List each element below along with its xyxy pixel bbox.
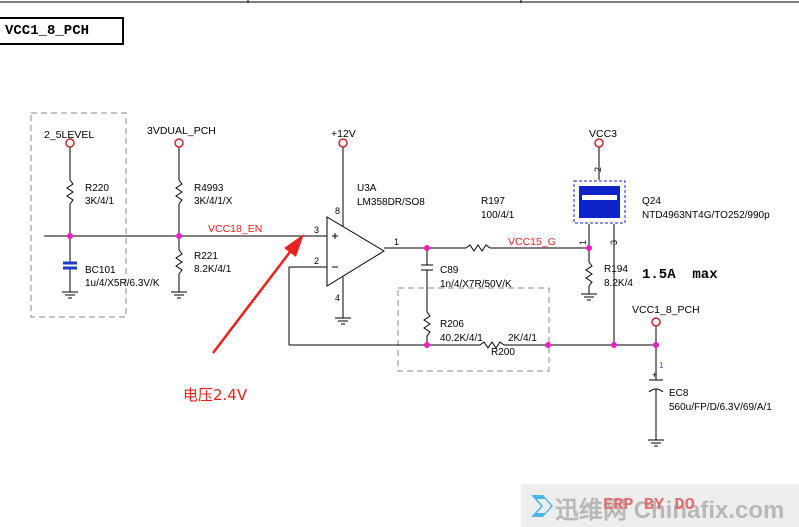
r221-ref: R221 xyxy=(194,251,218,262)
r220-value: 3K/4/1 xyxy=(85,196,114,207)
r200-value: 2K/4/1 xyxy=(508,333,537,344)
r197-ref: R197 xyxy=(481,196,505,207)
watermark-overlay: ERP BY DO xyxy=(603,496,695,515)
r206-value: 40.2K/4/1 xyxy=(440,333,483,344)
net-label-2-5level: 2_5LEVEL xyxy=(44,129,94,141)
watermark-site: 迅维网 Chinafix.com xyxy=(555,497,785,524)
voltage-annotation: 电压2.4V xyxy=(183,386,248,404)
annotation-arrow xyxy=(212,234,304,354)
u3a-ref: U3A xyxy=(357,183,377,194)
r197-value: 100/4/1 xyxy=(481,210,515,221)
net-label-vcc15-g: VCC15_G xyxy=(508,236,556,248)
net-label-12v: +12V xyxy=(331,128,356,140)
q24-value: NTD4963NT4G/TO252/990p xyxy=(642,210,770,221)
u3-pin-4: 4 xyxy=(335,293,340,303)
net-label-vcc1-8-pch: VCC1_8_PCH xyxy=(632,304,700,316)
q24-pin-2: 2 xyxy=(593,167,603,172)
r206-ref: R206 xyxy=(440,319,464,330)
ec8-ref: EC8 xyxy=(669,388,689,399)
current-annotation: 1.5A max xyxy=(642,267,718,283)
watermark-logo-icon xyxy=(531,495,553,517)
r4993-value: 3K/4/1/X xyxy=(194,196,233,207)
watermark: 迅维网 Chinafix.com ERP BY DO xyxy=(521,484,799,527)
q24-pin-1: 1 xyxy=(578,240,588,245)
r200-ref: R200 xyxy=(491,347,515,358)
u3-pin-1: 1 xyxy=(394,237,399,247)
q24-ref: Q24 xyxy=(642,196,661,207)
ec8-pin-1: 1 xyxy=(659,361,664,370)
r221-value: 8.2K/4/1 xyxy=(194,264,232,275)
dashed-group-left xyxy=(30,112,127,318)
sheet-title: VCC1_8_PCH xyxy=(0,17,124,45)
bc101-value: 1u/4/X5R/6.3V/K xyxy=(85,278,160,289)
c89-value: 1n/4/X7R/50V/K xyxy=(440,279,512,290)
net-label-vcc18-en: VCC18_EN xyxy=(208,223,262,235)
svg-text:+: + xyxy=(652,370,657,380)
bc101-ref: BC101 xyxy=(85,265,116,276)
ec8-value: 560u/FP/D/6.3V/69/A/1 xyxy=(669,402,772,413)
u3-pin-3: 3 xyxy=(314,225,319,235)
r4993-ref: R4993 xyxy=(194,183,224,194)
r194-ref: R194 xyxy=(604,264,628,275)
dashed-group-feedback xyxy=(397,287,550,372)
bc101-capacitor xyxy=(63,261,77,270)
u3a-value: LM358DR/SO8 xyxy=(357,197,425,208)
net-label-vcc3: VCC3 xyxy=(589,128,617,140)
r194-value: 8.2K/4 xyxy=(604,278,633,289)
u3-pin-2: 2 xyxy=(314,256,319,266)
u3-pin-8: 8 xyxy=(335,206,340,216)
r220-ref: R220 xyxy=(85,183,109,194)
c89-ref: C89 xyxy=(440,265,459,276)
q24-pin-3: 3 xyxy=(609,240,619,245)
net-label-3vdual: 3VDUAL_PCH xyxy=(147,125,216,137)
